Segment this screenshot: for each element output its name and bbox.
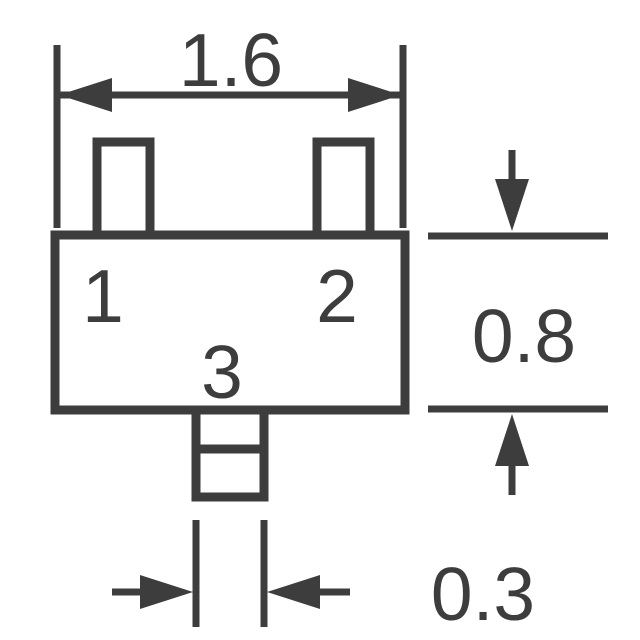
pin-1-label: 1 xyxy=(82,254,124,338)
pin-3-label: 3 xyxy=(201,330,243,414)
body-width-dimension-label: 1.6 xyxy=(179,18,283,102)
component-body-outline xyxy=(50,230,410,415)
arrowhead-left-small-icon xyxy=(267,575,320,609)
lead-width-dimension-label: 0.3 xyxy=(431,552,535,636)
arrowhead-up-icon xyxy=(495,414,529,466)
arrowhead-left-icon xyxy=(59,78,112,112)
arrowhead-right-icon xyxy=(348,78,401,112)
arrowhead-right-small-icon xyxy=(140,575,193,609)
pin-2-label: 2 xyxy=(316,254,358,338)
pin-1-lead-outline xyxy=(92,137,155,238)
body-height-dimension-label: 0.8 xyxy=(472,294,576,378)
pin-2-lead-outline xyxy=(312,137,375,238)
arrowhead-down-icon xyxy=(495,179,529,231)
